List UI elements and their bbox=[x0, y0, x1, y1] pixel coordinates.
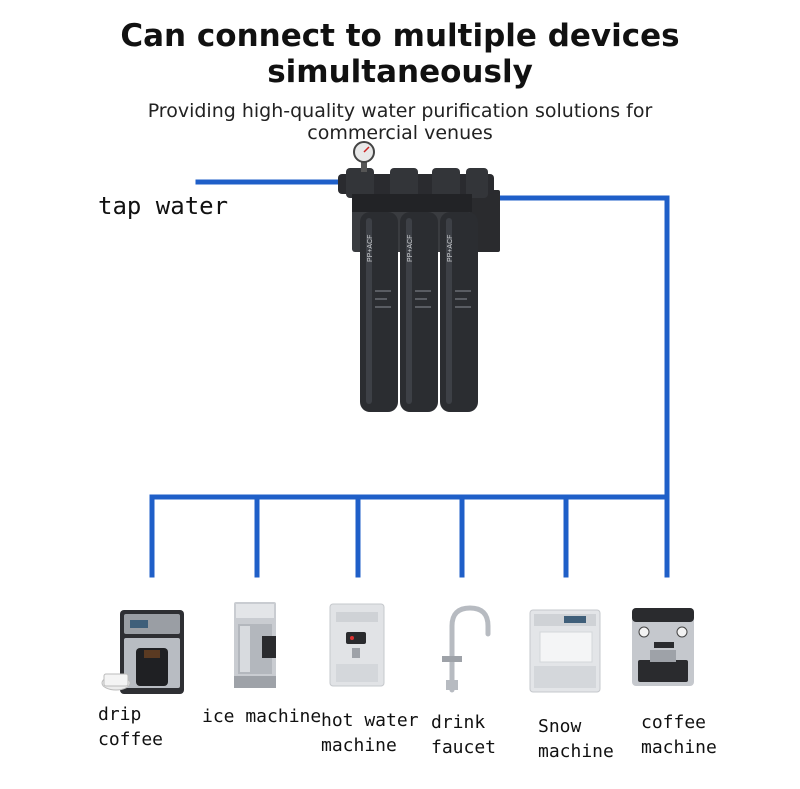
label-snow-machine: Snow machine bbox=[538, 714, 614, 764]
label-line-1: drip bbox=[98, 702, 163, 727]
label-line-1: coffee bbox=[641, 710, 717, 735]
cartridge-2-label: PP+ACF bbox=[407, 235, 414, 262]
label-line-1: hot water bbox=[321, 708, 419, 733]
label-line-2: coffee bbox=[98, 727, 163, 752]
label-drip-coffee: drip coffee bbox=[98, 702, 163, 752]
filter-system-icon: PP+ACF PP+ACF PP+ACF bbox=[338, 142, 500, 412]
drip-coffee-maker-icon bbox=[102, 610, 184, 694]
label-line-1: ice machine bbox=[202, 704, 321, 729]
snow-machine-icon bbox=[530, 610, 600, 692]
hot-water-machine-icon bbox=[330, 604, 384, 686]
cartridge-1-label: PP+ACF bbox=[367, 235, 374, 262]
outlet-pipe bbox=[490, 198, 667, 497]
label-drink-faucet: drink faucet bbox=[431, 710, 496, 760]
label-line-2: machine bbox=[538, 739, 614, 764]
label-line-2: machine bbox=[321, 733, 419, 758]
ice-machine-icon bbox=[234, 602, 276, 688]
label-line-1: Snow bbox=[538, 714, 614, 739]
drink-faucet-icon bbox=[442, 608, 488, 690]
label-hot-water-machine: hot water machine bbox=[321, 708, 419, 758]
label-coffee-machine: coffee machine bbox=[641, 710, 717, 760]
label-line-1: drink bbox=[431, 710, 496, 735]
label-line-2: faucet bbox=[431, 735, 496, 760]
cartridge-3-label: PP+ACF bbox=[447, 235, 454, 262]
label-ice-machine: ice machine bbox=[202, 704, 321, 729]
label-line-2: machine bbox=[641, 735, 717, 760]
espresso-machine-icon bbox=[632, 608, 694, 686]
